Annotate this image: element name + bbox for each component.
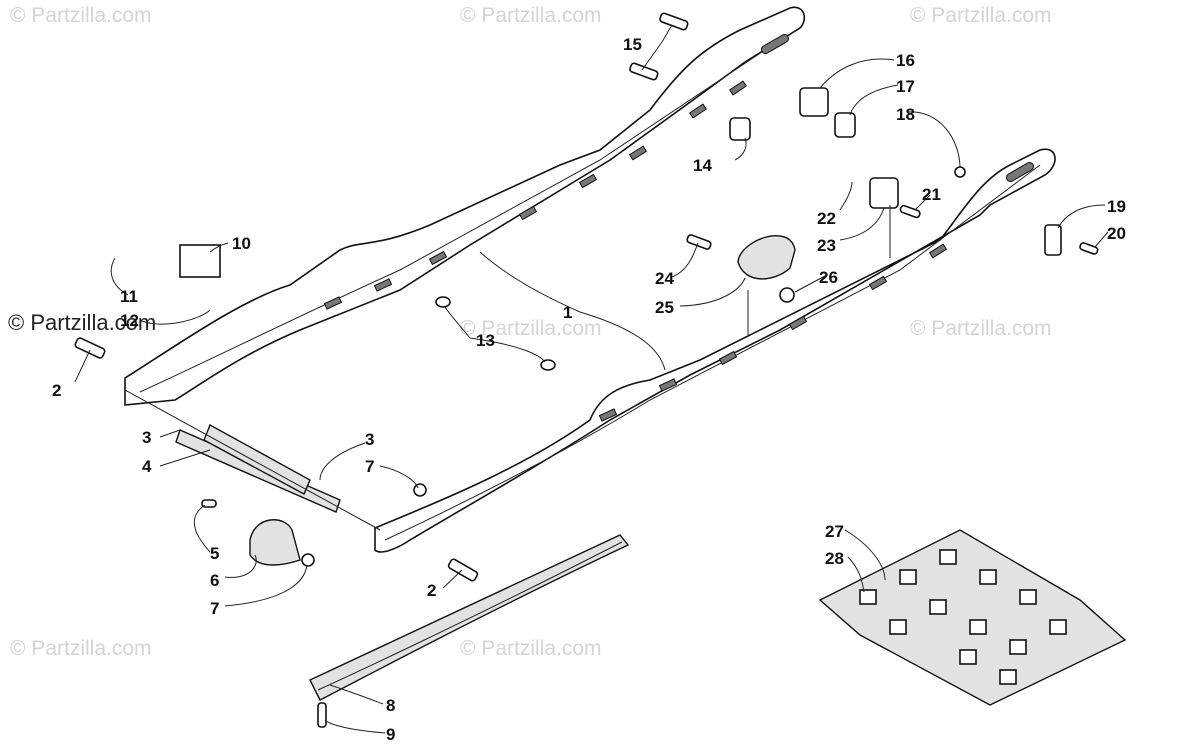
callout-10: 10 <box>232 234 251 253</box>
watermark-text: © Partzilla.com <box>460 317 602 340</box>
watermark-text: © Partzilla.com <box>10 637 152 660</box>
nut-7 <box>301 553 315 567</box>
screw-9 <box>317 702 327 728</box>
watermark-text: © Partzilla.com <box>910 317 1052 340</box>
callout-20: 20 <box>1107 224 1126 243</box>
callout-8: 8 <box>386 696 395 715</box>
bracket-10 <box>179 244 221 278</box>
watermark-text: © Partzilla.com <box>460 4 602 27</box>
bolt-24 <box>686 234 712 250</box>
slide-rail <box>309 534 630 701</box>
leader-lines <box>74 24 1109 734</box>
bolt-2 <box>74 337 106 359</box>
callout-3: 3 <box>142 428 151 447</box>
callout-17: 17 <box>896 77 915 96</box>
bushing-14 <box>729 117 751 141</box>
callout-4: 4 <box>142 457 152 476</box>
callout-18: 18 <box>896 105 915 124</box>
callout-12: 12 <box>120 311 139 330</box>
bolt-2 <box>447 558 479 582</box>
watermark-text: © Partzilla.com <box>10 4 152 27</box>
rail-back-slots <box>323 34 790 310</box>
callout-9: 9 <box>386 725 395 744</box>
track-section <box>818 529 1127 706</box>
bolt-21 <box>899 204 921 219</box>
callout-7: 7 <box>365 457 374 476</box>
callout-21: 21 <box>922 185 941 204</box>
watermark-text: © Partzilla.com <box>460 637 602 660</box>
watermarks: © Partzilla.com © Partzilla.com © Partzi… <box>8 4 1052 660</box>
callout-2: 2 <box>427 581 436 600</box>
callout-22: 22 <box>817 209 836 228</box>
callout-23: 23 <box>817 236 836 255</box>
nut-18 <box>954 166 966 178</box>
washer-13 <box>435 296 451 308</box>
cross-shaft-assembly <box>124 389 381 531</box>
nut-26 <box>779 287 795 303</box>
rail-back <box>124 6 806 406</box>
bolt-5 <box>201 499 217 508</box>
spacer-17 <box>834 112 856 138</box>
rail-front <box>374 148 1056 553</box>
bracket-19 <box>1044 224 1062 256</box>
washer-13 <box>540 359 556 371</box>
rail-front-slots <box>598 162 1035 422</box>
callout-7: 7 <box>210 599 219 618</box>
callout-5: 5 <box>210 544 219 563</box>
callout-1: 1 <box>563 303 572 322</box>
bracket-6 <box>249 519 301 566</box>
callout-27: 27 <box>825 522 844 541</box>
watermark-text-dark: © Partzilla.com <box>8 310 156 335</box>
bolt-20 <box>1079 242 1099 255</box>
block-16 <box>799 87 829 117</box>
callout-16: 16 <box>896 51 915 70</box>
track-lugs <box>859 549 1067 685</box>
callout-15: 15 <box>623 35 642 54</box>
idler-25 <box>737 234 796 280</box>
watermark-text: © Partzilla.com <box>910 4 1052 27</box>
callout-26: 26 <box>819 268 838 287</box>
callout-28: 28 <box>825 549 844 568</box>
callout-13: 13 <box>476 331 495 350</box>
bolt-15 <box>659 12 689 31</box>
callout-3: 3 <box>365 430 374 449</box>
callout-24: 24 <box>655 269 674 288</box>
callout-19: 19 <box>1107 197 1126 216</box>
hardware <box>74 12 1099 728</box>
callout-numbers: 1 2 2 3 3 4 5 6 7 7 8 9 10 11 12 13 14 1… <box>52 35 1126 744</box>
callout-2: 2 <box>52 381 61 400</box>
callout-14: 14 <box>693 156 712 175</box>
callout-6: 6 <box>210 571 219 590</box>
bolt-15 <box>629 62 659 81</box>
callout-25: 25 <box>655 298 674 317</box>
callout-11: 11 <box>120 287 138 306</box>
nut-7 <box>413 483 427 497</box>
block-23 <box>869 177 899 209</box>
